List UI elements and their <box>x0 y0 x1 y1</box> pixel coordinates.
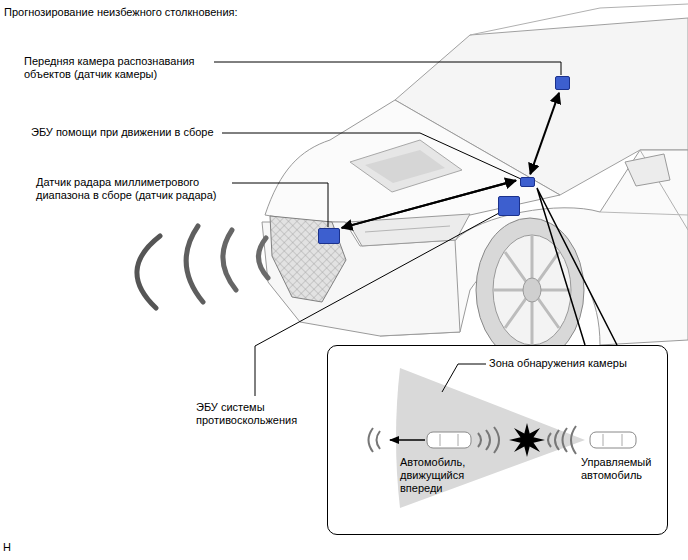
part-label: Передняя камера распознавания объектов (… <box>24 55 209 81</box>
detail-panel: Зона обнаружения камерыАвтомобиль, движу… <box>327 345 668 535</box>
leader-line <box>214 62 561 75</box>
title: Прогнозирование неизбежного столкновения… <box>4 6 238 19</box>
camera-sensor: Передняя камера распознавания объектов (… <box>555 76 570 90</box>
leader-line <box>232 183 328 227</box>
part-label: ЭБУ помощи при движении в сборе <box>31 126 214 139</box>
signal-arrow <box>342 180 516 227</box>
figure-code: H <box>3 541 11 554</box>
panel-label: Автомобиль, движущийся впереди <box>400 456 474 495</box>
driving-support-ecu: ЭБУ помощи при движении в сборе <box>520 177 535 187</box>
leader-line <box>222 133 521 179</box>
signal-arrow <box>530 93 559 174</box>
panel-label: Управляемый автомобиль <box>581 456 661 482</box>
leader-line <box>442 364 486 392</box>
panel-label: Зона обнаружения камеры <box>489 357 627 370</box>
signal-arrow <box>342 180 516 227</box>
skid-control-ecu: ЭБУ системы противоскольжения <box>498 196 520 216</box>
radar-sensor: Датчик радара миллиметрового диапазона в… <box>318 228 340 244</box>
part-label: Датчик радара миллиметрового диапазона в… <box>36 176 231 202</box>
part-label: ЭБУ системы противоскольжения <box>196 401 316 427</box>
